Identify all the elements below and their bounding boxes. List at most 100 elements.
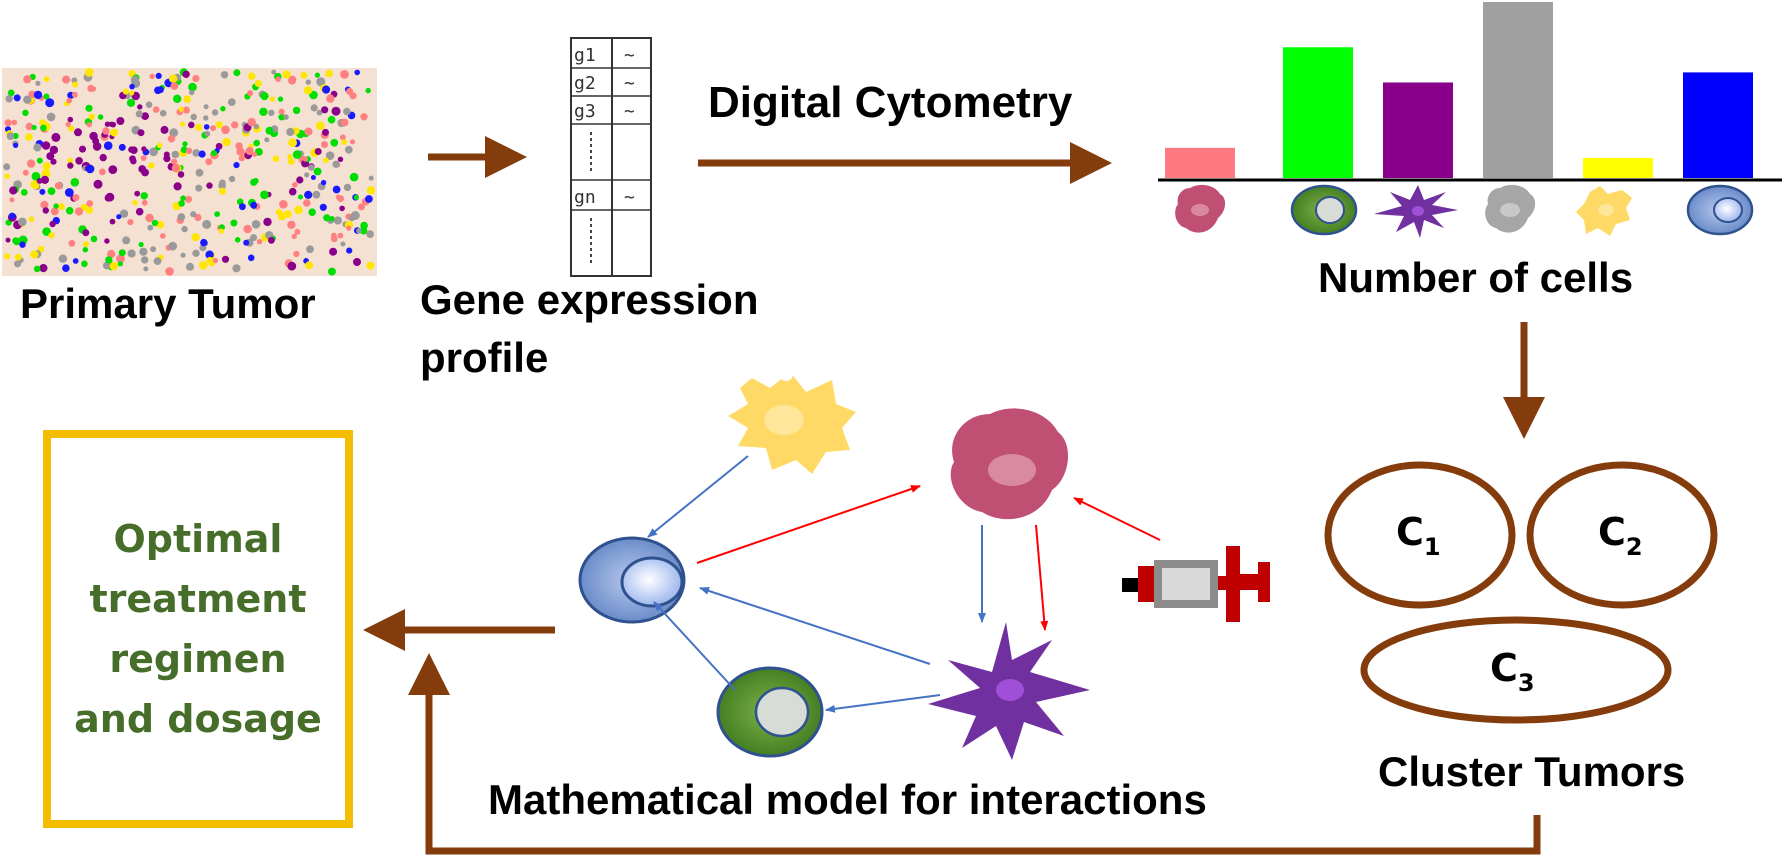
tumor-dot: [180, 195, 186, 201]
tumor-dot: [358, 203, 365, 211]
tumor-dot: [5, 95, 13, 103]
tumor-dot: [190, 211, 197, 218]
tumor-dot: [180, 146, 188, 154]
tumor-dot: [218, 228, 224, 234]
tumor-dot: [192, 249, 200, 257]
cluster-3-ellipse: [1360, 616, 1672, 724]
tumor-dot: [203, 115, 209, 121]
tumor-dot: [20, 189, 28, 196]
tumor-dot: [163, 155, 171, 163]
tumor-dot: [304, 127, 313, 136]
tumor-dot: [4, 253, 11, 260]
tumor-dot: [252, 151, 258, 157]
tumor-dot: [42, 227, 51, 236]
tumor-dot: [39, 264, 48, 273]
tumor-dot: [287, 220, 296, 229]
tumor-dot: [151, 219, 159, 227]
tumor-dot: [170, 82, 179, 90]
tumor-dot: [232, 264, 241, 273]
tumor-dot: [42, 162, 51, 171]
tumor-dot: [62, 264, 70, 273]
tumor-dot: [54, 182, 63, 190]
blue-to-tumor-arrow: [696, 485, 921, 564]
tumor-dot: [129, 83, 135, 90]
tumor-dot: [145, 213, 154, 223]
tumor-dot: [340, 134, 346, 141]
tumor-dot: [81, 260, 88, 268]
tumor-dot: [45, 98, 55, 108]
macrophage-to-blue-arrow: [647, 455, 749, 538]
tumor-dot: [204, 130, 211, 137]
tumor-dot: [102, 127, 110, 135]
tumor-dot: [116, 254, 125, 263]
tumor-dot: [74, 128, 82, 137]
tumor-dot: [160, 233, 166, 239]
tumor-dot: [141, 256, 149, 264]
cluster-tumors-label: Cluster Tumors: [1378, 748, 1686, 795]
tumor-dot: [154, 86, 162, 95]
tumor-dot: [67, 116, 74, 123]
tumor-dot: [349, 92, 357, 100]
tumor-dot: [25, 133, 33, 141]
tumor-dot: [9, 186, 18, 195]
tumor-dot: [30, 250, 39, 259]
tumor-dot: [33, 143, 42, 152]
tumor-dot: [210, 125, 217, 132]
tumor-dot: [354, 69, 361, 76]
tumor-dot: [202, 219, 212, 229]
tumor-dot: [230, 219, 238, 227]
tumor-dot: [30, 180, 39, 189]
tumor-dot: [62, 75, 71, 84]
tumor-dot: [104, 238, 110, 244]
tumor-dot: [11, 119, 18, 126]
tumor-dot: [250, 234, 258, 242]
tumor-dot: [51, 132, 61, 142]
tumor-dot: [4, 173, 10, 179]
tumor-dot: [18, 217, 27, 227]
tumor-dot: [292, 182, 298, 188]
tumor-dot: [287, 154, 293, 160]
tumor-dot: [221, 125, 230, 135]
bar-macrophage: [1583, 157, 1653, 178]
cluster-letter: C: [1598, 510, 1626, 554]
tumor-dot: [353, 194, 359, 200]
green-cell-icon: [1290, 184, 1358, 236]
tumor-dot: [189, 89, 195, 96]
tumor-dot: [250, 201, 258, 209]
tumor-dot: [14, 253, 22, 261]
tumor-dot: [269, 96, 275, 102]
tumor-dot: [340, 241, 346, 247]
tumor-dot: [13, 142, 19, 148]
tumor-dot: [171, 163, 181, 173]
tumor-dot: [141, 199, 148, 206]
tumor-dot: [67, 157, 73, 164]
tumor-dot: [256, 239, 263, 245]
tumor-dot: [337, 156, 344, 162]
gene-row-name: g1: [574, 45, 596, 66]
tumor-dot: [75, 157, 83, 165]
tumor-dot: [206, 182, 213, 189]
tumor-dot: [188, 121, 195, 129]
tumor-dot: [65, 206, 74, 215]
tumor-dot: [23, 75, 32, 84]
tumor-dot: [6, 132, 15, 141]
interaction-network: [578, 367, 1270, 760]
tumor-dot: [66, 97, 72, 104]
tumor-dot: [82, 247, 89, 253]
cluster-2-label: C2: [1598, 510, 1643, 561]
tumor-dot: [316, 109, 323, 116]
cluster-letter: C: [1490, 646, 1518, 690]
tumor-dot: [292, 150, 302, 159]
tumor-dot: [28, 90, 36, 99]
tumor-dot: [212, 257, 218, 264]
tumor-dot: [150, 246, 157, 253]
tumor-dot: [171, 158, 178, 165]
tumor-dot: [169, 74, 178, 83]
tumor-dot: [147, 224, 154, 231]
primary-tumor-label: Primary Tumor: [20, 280, 316, 327]
tumor-dot: [263, 217, 272, 227]
tumor-dot: [268, 109, 275, 117]
tumor-dot: [109, 218, 116, 225]
tumor-dot: [135, 207, 144, 216]
dendritic-to-green-arrow: [825, 694, 941, 713]
